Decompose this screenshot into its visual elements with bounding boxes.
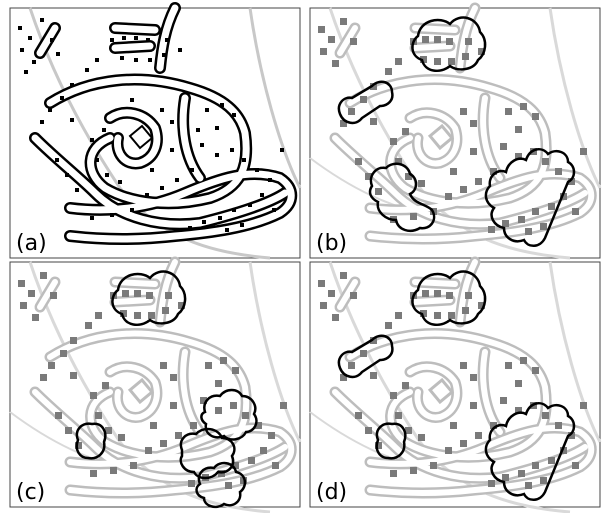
panel-d-label: (d) bbox=[316, 480, 347, 505]
panel-c-label: (c) bbox=[16, 480, 45, 505]
panel-b-label: (b) bbox=[316, 231, 347, 256]
panel-a-roads bbox=[29, 2, 298, 245]
panel-b-roads bbox=[310, 8, 600, 258]
panel-b: (b) bbox=[310, 8, 600, 258]
panel-d: (d) bbox=[310, 262, 600, 512]
panel-d-roads bbox=[310, 262, 600, 512]
panel-c-roads bbox=[10, 262, 300, 512]
panel-a-background-lines bbox=[28, 7, 302, 260]
panel-a: (a) bbox=[16, 2, 302, 260]
panel-a-label: (a) bbox=[16, 231, 47, 256]
panel-c: (c) bbox=[10, 262, 300, 512]
panel-a-buildings bbox=[18, 18, 284, 232]
panel-borders bbox=[9, 7, 601, 508]
